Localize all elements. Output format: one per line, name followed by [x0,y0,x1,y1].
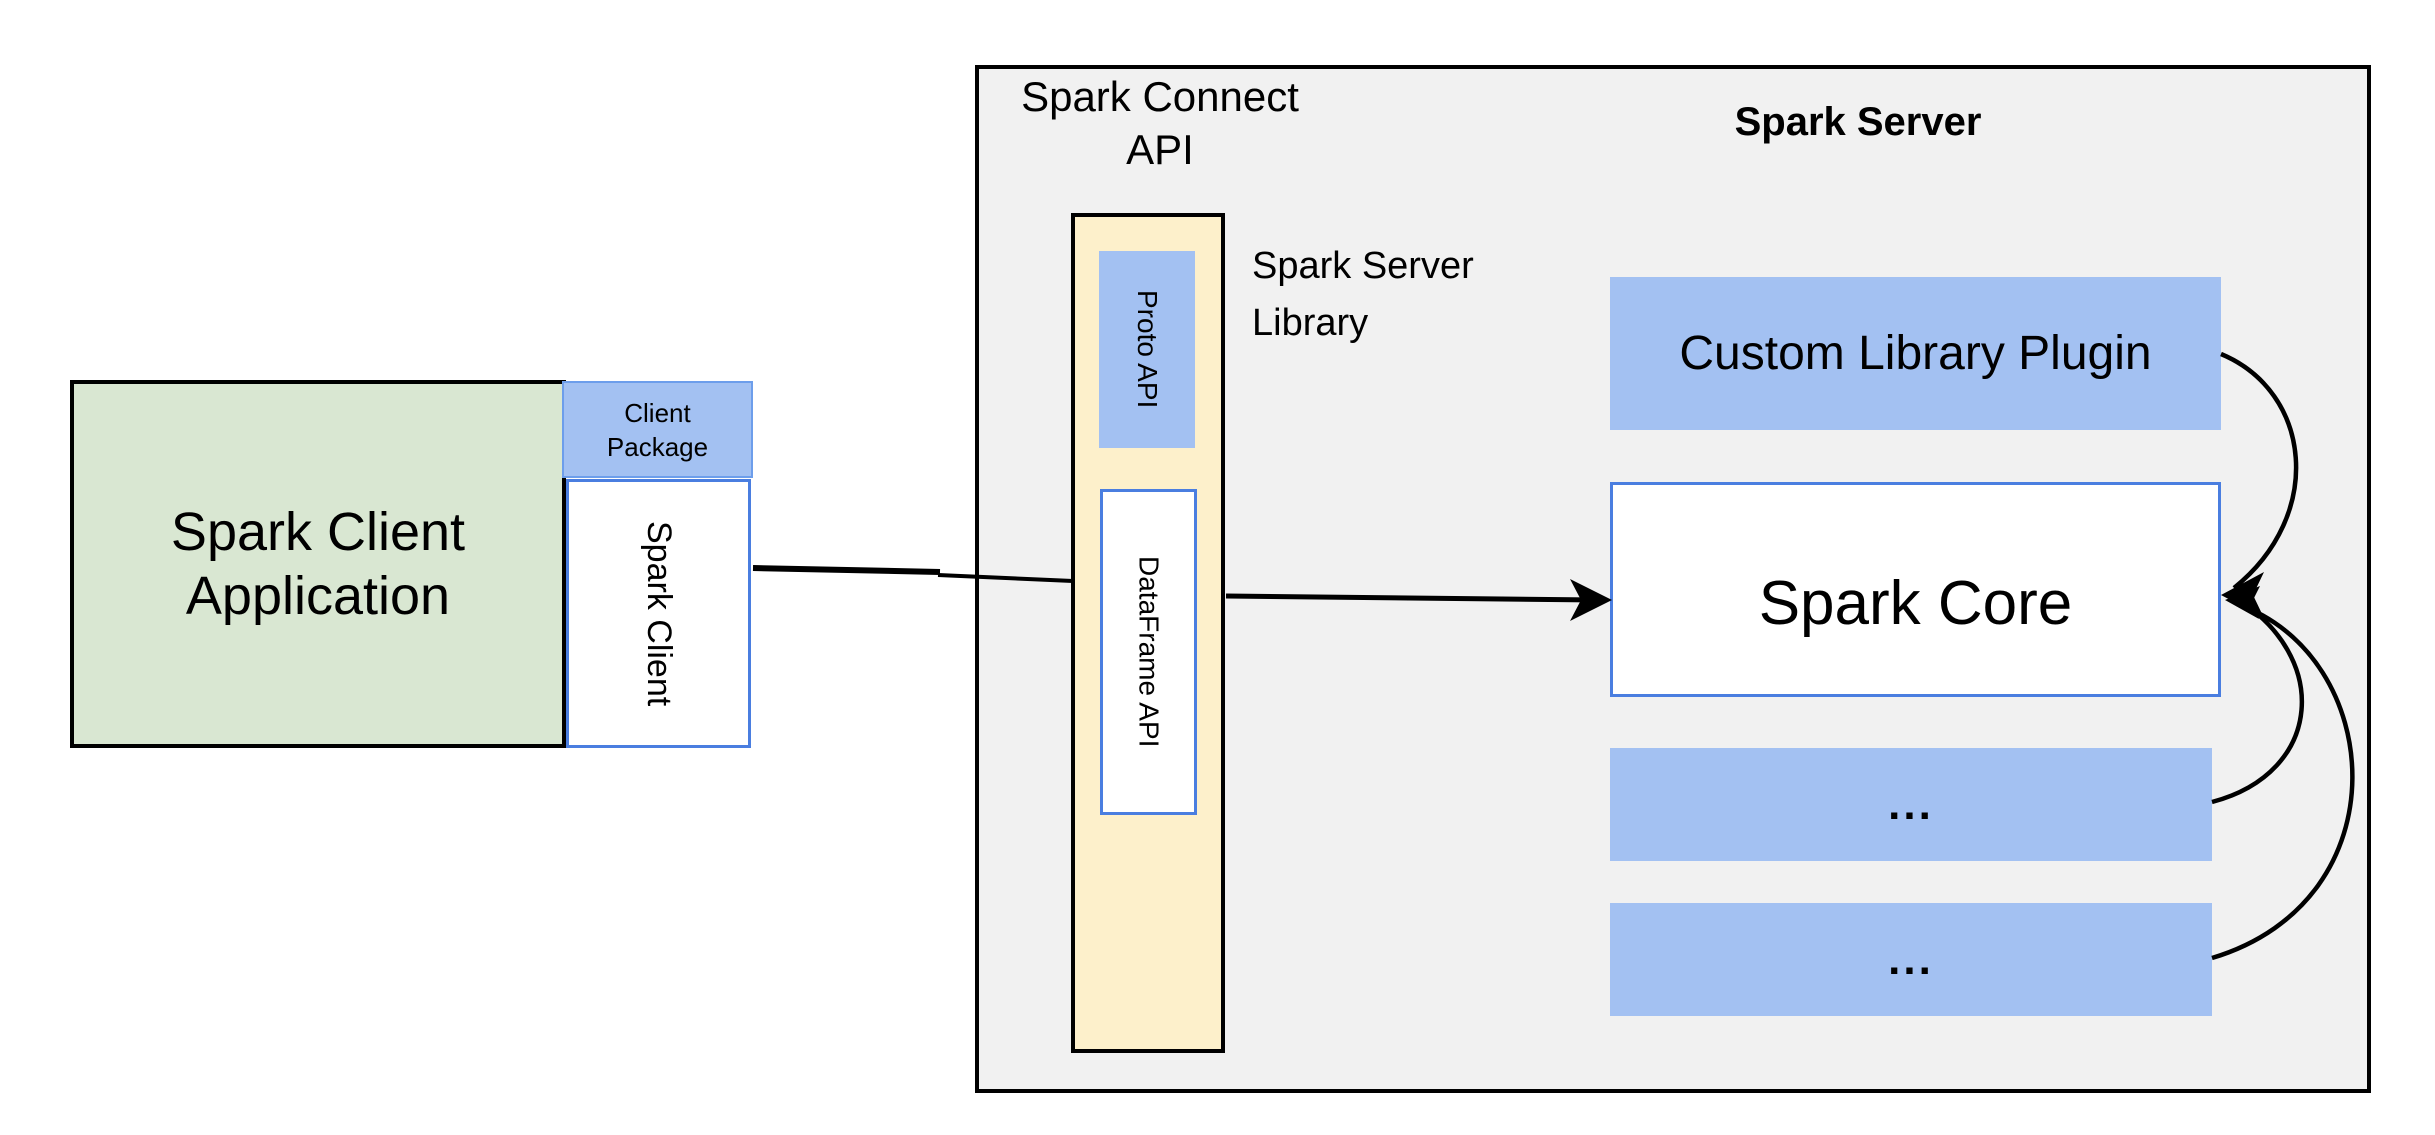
spark-connect-api-label: Spark Connect API [1021,73,1299,173]
spark-core-box: Spark Core [1610,482,2221,697]
spark-server-library-label: Spark Server Library [1252,245,1474,344]
proto-api-box: Proto API [1099,251,1195,448]
spark-client-application-box: Spark Client Application [70,380,566,748]
spark-client-box: Spark Client [566,479,751,748]
dataframe-api-box: DataFrame API [1100,489,1197,815]
client-package-box: Client Package [562,381,753,478]
spark-server-title: Spark Server [1734,100,1982,144]
arrow-client-to-library [752,565,941,575]
plugin-placeholder-box-2: ... [1610,903,2212,1016]
custom-library-plugin-box: Custom Library Plugin [1610,277,2221,430]
plugin-placeholder-box-1: ... [1610,748,2212,861]
